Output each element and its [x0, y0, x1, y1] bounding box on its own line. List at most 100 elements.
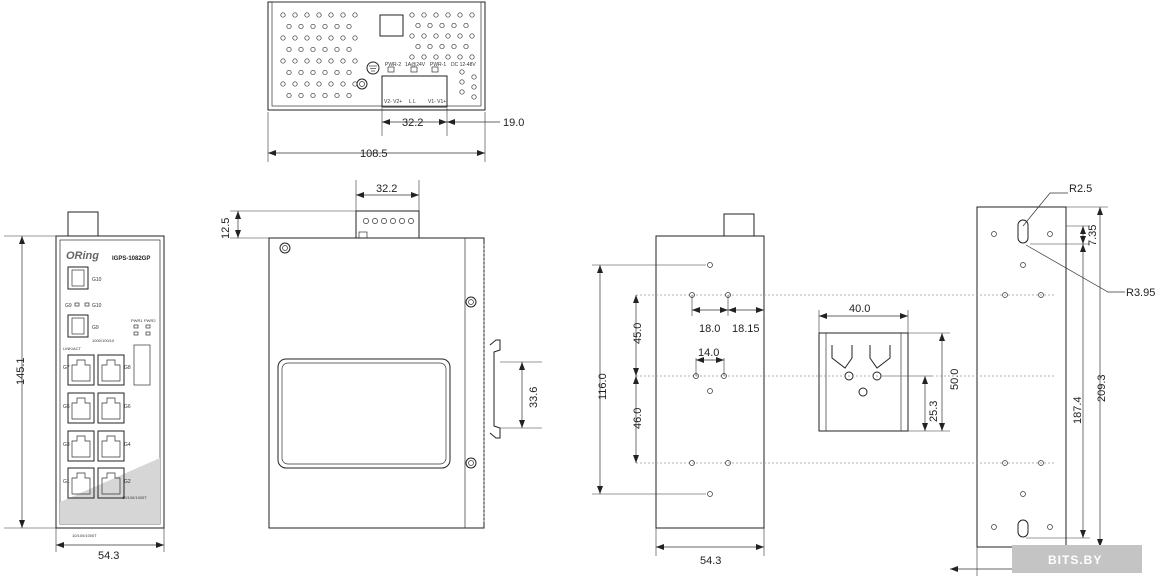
port-g7-label: G7 — [63, 365, 70, 371]
rj45-jack-outline — [71, 435, 91, 458]
dim-din-width: 40.0 — [819, 303, 908, 319]
ground-symbol-icon — [366, 61, 380, 75]
vent-hole — [459, 79, 465, 85]
watermark-text: BITS.BY — [1048, 553, 1102, 567]
terminal-screw-hole — [390, 218, 396, 224]
rj45-port — [67, 392, 95, 424]
vent-hole — [304, 35, 310, 41]
vent-hole — [433, 12, 439, 18]
dim-plate-radius-small: R2.5 — [1022, 183, 1092, 227]
vent-hole — [415, 22, 421, 29]
vent-hole — [445, 54, 451, 60]
side-view: 32.2 12.5 33.6 — [220, 180, 542, 529]
vent-hole — [427, 22, 433, 29]
vent-hole — [316, 12, 322, 18]
svg-text:209.3: 209.3 — [1096, 374, 1108, 402]
vent-hole — [346, 46, 352, 53]
plate-hole — [1020, 491, 1026, 497]
ground-screw-icon — [356, 78, 368, 90]
vent-hole — [463, 43, 469, 50]
dim-rear-height: 116.0 — [597, 265, 609, 494]
vent-hole — [340, 81, 346, 87]
vent-hole — [298, 69, 304, 76]
vent-hole — [340, 35, 346, 41]
din-bracket-hole — [858, 387, 868, 397]
vent-hole — [421, 33, 427, 39]
rj45-port — [97, 467, 125, 499]
terminal-v1-label: V1- V1+ — [428, 99, 446, 105]
dim-din-hole-height: 25.3 — [922, 376, 940, 431]
vent-hole — [292, 58, 298, 64]
top-terminal-block — [381, 75, 448, 108]
plate-hole — [1020, 262, 1026, 268]
svg-text:18.15: 18.15 — [732, 323, 760, 335]
terminal-screw-hole — [372, 218, 378, 224]
dip-switch-block — [133, 344, 151, 386]
port-g8-label: G8 — [124, 365, 131, 371]
rear-housing — [655, 235, 765, 529]
svg-text:54.3: 54.3 — [98, 550, 119, 562]
vent-hole — [280, 81, 286, 87]
vent-hole — [316, 81, 322, 87]
dim-din-height: 50.0 — [939, 333, 961, 431]
front-speed-label: 10/100/1000T — [122, 495, 147, 500]
rj45-port — [97, 392, 125, 424]
vent-hole — [328, 35, 334, 41]
sfp-port-g9 — [67, 314, 89, 338]
vent-hole — [334, 92, 340, 99]
plate-hole — [991, 524, 997, 530]
rear-terminal-stub — [723, 213, 755, 237]
top-label-window — [379, 14, 404, 37]
vent-hole — [298, 46, 304, 53]
vent-hole — [409, 54, 415, 60]
vent-hole — [457, 12, 463, 18]
rj45-port — [97, 430, 125, 462]
terminal-screw-hole — [408, 218, 414, 224]
din-bracket-hook-left — [831, 345, 853, 369]
rj45-port-group — [67, 354, 125, 499]
vent-hole — [433, 54, 439, 60]
watermark-badge: BITS.BY — [1012, 545, 1142, 573]
pwr1-led-label: PWR1 — [131, 318, 143, 323]
din-bracket-outline — [818, 332, 909, 432]
dim-front-width: 54.3 — [56, 542, 164, 562]
svg-text:18.0: 18.0 — [699, 323, 720, 335]
vent-hole — [463, 22, 469, 29]
vent-hole — [286, 69, 292, 76]
svg-text:32.2: 32.2 — [376, 183, 397, 195]
terminal-relay-label: 1A@24V — [405, 62, 426, 68]
vent-hole — [427, 43, 433, 50]
vent-hole — [469, 33, 475, 39]
svg-text:12.5: 12.5 — [220, 218, 232, 239]
plate-hole — [991, 231, 997, 237]
svg-text:45.0: 45.0 — [632, 323, 644, 344]
svg-text:145.1: 145.1 — [15, 357, 27, 385]
model-label: IGPS-1082GP — [112, 256, 150, 262]
plate-hole — [1002, 292, 1008, 298]
plate-keyhole-bottom — [1017, 519, 1029, 538]
vent-hole — [415, 43, 421, 50]
rear-hole — [725, 460, 731, 466]
rj45-jack-outline — [101, 435, 121, 458]
top-view: PWR-2 1A@24V PWR-1 DC 12-48V V2- V2+ L L… — [267, 1, 524, 162]
vent-hole — [322, 46, 328, 53]
vent-hole — [421, 54, 427, 60]
terminal-dc-label: DC 12-48V — [451, 62, 476, 68]
rear-hole — [707, 262, 713, 268]
led-g10-label: G10 — [92, 303, 102, 309]
terminal-v2-label: V2- V2+ — [384, 99, 402, 105]
svg-text:25.3: 25.3 — [928, 401, 940, 422]
rj45-jack-outline — [71, 397, 91, 420]
dim-rear-hole-offset: 18.15 — [728, 307, 764, 335]
vent-hole — [409, 33, 415, 39]
vent-hole — [421, 12, 427, 18]
dim-rear-hole-spacing-a: 18.0 — [692, 307, 728, 335]
vent-hole — [310, 92, 316, 99]
port-g1-label: G1 — [63, 479, 70, 485]
vent-hole — [340, 12, 346, 18]
vent-hole — [328, 58, 334, 64]
link-act-label: LINK/ACT — [63, 346, 82, 351]
vent-hole — [457, 33, 463, 39]
dim-side-terminal-height: 12.5 — [220, 211, 241, 239]
terminal-screw-holes — [363, 218, 414, 224]
